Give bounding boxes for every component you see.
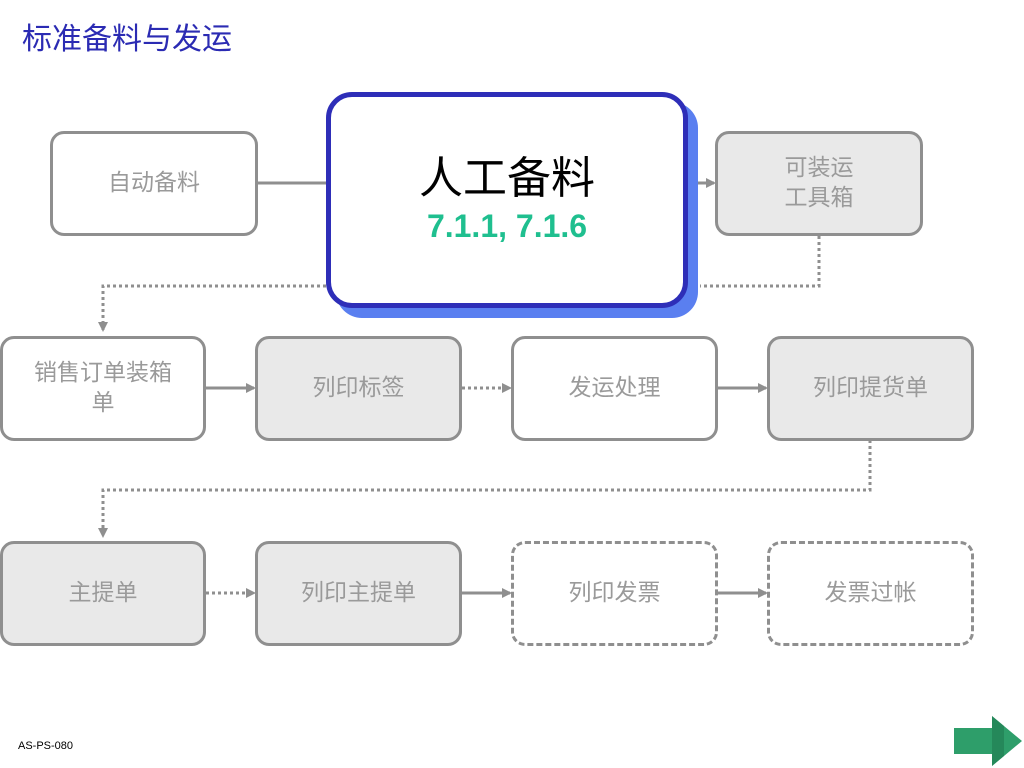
node-invoice-posting-label: 发票过帐 [824, 579, 917, 606]
next-arrow-icon[interactable] [952, 714, 1024, 768]
node-sales-packing-line1: 销售订单装箱 [34, 359, 172, 386]
node-shipment-processing-label: 发运处理 [568, 374, 661, 401]
node-master-bol: 主提单 [0, 541, 206, 646]
main-node-title: 人工备料 [419, 153, 595, 205]
node-shipping-toolbox: 可装运 工具箱 [715, 131, 923, 236]
connector-main-to-sales-packing [98, 284, 326, 332]
node-auto-pick: 自动备料 [50, 131, 258, 236]
node-print-delivery-note: 列印提货单 [767, 336, 974, 441]
connector-toolbox-to-row2 [700, 236, 821, 288]
node-master-bol-label: 主提单 [68, 579, 138, 606]
node-print-invoice: 列印发票 [511, 541, 718, 646]
node-print-labels-label: 列印标签 [312, 374, 405, 401]
page-title: 标准备料与发运 [22, 22, 232, 57]
main-node-manual-pick: 人工备料 7.1.1, 7.1.6 [326, 92, 688, 308]
node-sales-order-packing: 销售订单装箱 单 [0, 336, 206, 441]
node-print-labels: 列印标签 [255, 336, 462, 441]
node-sales-packing-line2: 单 [91, 389, 115, 416]
node-print-master-bol-label: 列印主提单 [301, 579, 416, 606]
slide-code: AS-PS-080 [18, 740, 74, 752]
node-print-master-bol: 列印主提单 [255, 541, 462, 646]
connector-delivery-to-master-bol [98, 440, 872, 538]
node-print-invoice-label: 列印发票 [568, 579, 661, 606]
node-auto-pick-label: 自动备料 [108, 169, 200, 196]
node-print-delivery-note-label: 列印提货单 [813, 374, 928, 401]
node-shipment-processing: 发运处理 [511, 336, 718, 441]
node-shipping-toolbox-line2: 工具箱 [784, 184, 854, 211]
node-invoice-posting: 发票过帐 [767, 541, 974, 646]
main-node-ref: 7.1.1, 7.1.6 [426, 207, 588, 244]
node-shipping-toolbox-line1: 可装运 [784, 154, 854, 181]
